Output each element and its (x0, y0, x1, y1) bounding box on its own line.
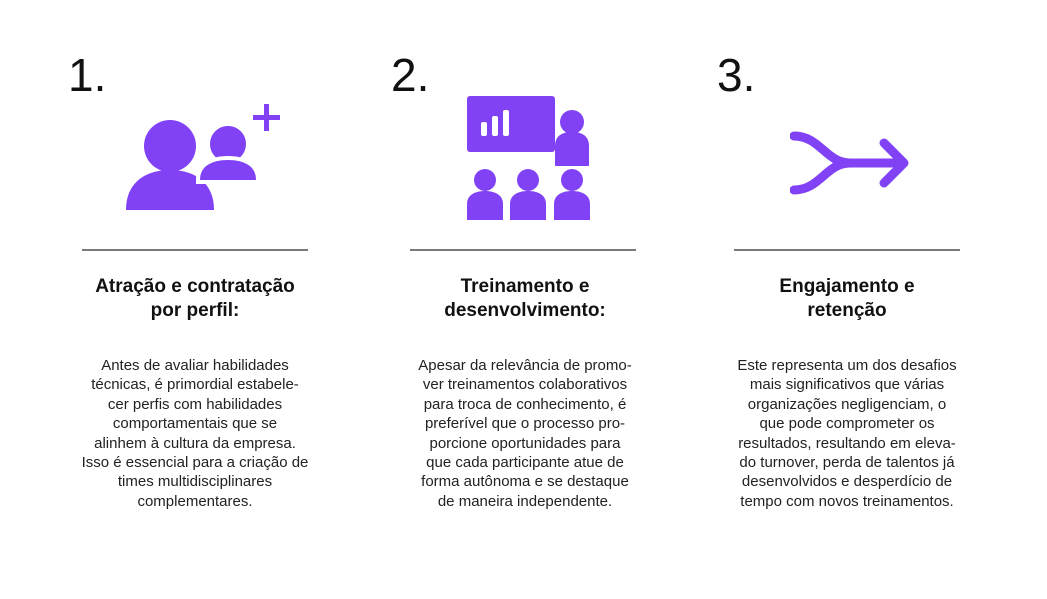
step-description: Antes de avaliar habilidades técnicas, é… (81, 357, 309, 510)
divider (82, 249, 308, 251)
step-description: Este representa um dos desafios mais sig… (737, 357, 957, 510)
step-3: 3. Engajamento e retenção Este represent… (712, 0, 972, 599)
people-add-icon (126, 104, 280, 210)
step-1: 1. Atração e contratação por perfil: Ant… (60, 0, 320, 599)
step-title: Engajamento e retenção (779, 276, 915, 321)
training-presentation-icon (467, 96, 590, 220)
divider (410, 249, 636, 251)
step-title: Treinamento e desenvolvimento: (444, 276, 606, 321)
step-number: 2. (391, 49, 430, 101)
step-number: 1. (68, 49, 107, 101)
divider (734, 249, 960, 251)
step-number: 3. (717, 49, 756, 101)
step-2: 2. Treinamento e desenvolvimento: Apesar… (385, 0, 645, 599)
step-description: Apesar da relevância de promo- ver trein… (418, 357, 632, 510)
merge-arrow-icon (790, 131, 909, 195)
step-title: Atração e contratação por perfil: (95, 276, 295, 321)
